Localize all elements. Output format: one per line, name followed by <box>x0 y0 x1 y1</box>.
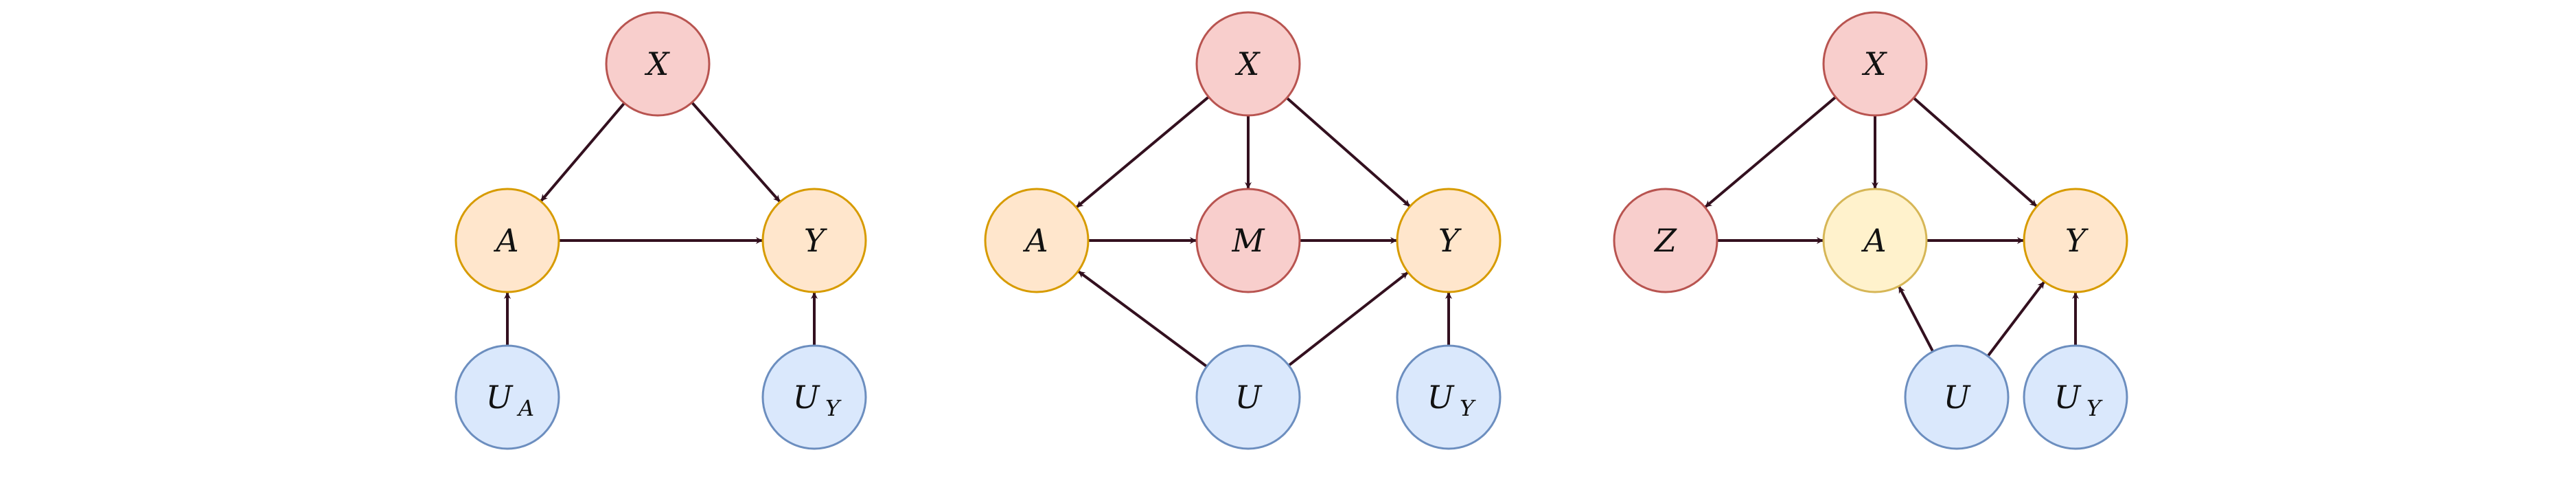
node-circle <box>1396 188 1502 293</box>
node-label: U <box>486 379 514 416</box>
node-circle <box>1195 11 1301 117</box>
edge-u-to-y <box>1986 281 2045 357</box>
node-label: M <box>1231 222 1265 259</box>
node-y: Y <box>2023 188 2128 293</box>
edge-x-to-y <box>691 101 781 203</box>
node-u: U <box>1904 344 2010 450</box>
node-label: U <box>1944 379 1972 416</box>
node-circle <box>1613 188 1718 293</box>
node-circle <box>1195 344 1301 450</box>
node-subscript: Y <box>1460 395 1476 421</box>
node-circle <box>1195 188 1301 293</box>
node-label: U <box>793 379 821 416</box>
node-subscript: Y <box>825 395 842 421</box>
edge-x-to-y <box>1285 97 1411 208</box>
node-a: A <box>984 188 1090 293</box>
node-label: U <box>1235 379 1263 416</box>
node-circle <box>761 188 867 293</box>
node-label: Y <box>2065 222 2089 259</box>
node-label: A <box>1861 222 1886 259</box>
node-x: X <box>1822 11 1928 117</box>
node-u: U <box>1195 344 1301 450</box>
node-circle <box>1396 344 1502 450</box>
node-y: Y <box>1396 188 1502 293</box>
node-label: Z <box>1653 222 1677 259</box>
node-label: Y <box>1438 222 1462 259</box>
node-a: A <box>455 188 560 293</box>
node-x: X <box>1195 11 1301 117</box>
edge-u-to-a <box>1898 286 1935 353</box>
node-circle <box>605 11 711 117</box>
node-x: X <box>605 11 711 117</box>
node-circle <box>761 344 867 450</box>
edge-x-to-z <box>1704 96 1837 208</box>
node-label: X <box>1235 45 1261 82</box>
node-circle <box>1904 344 2010 450</box>
edge-u-to-a <box>1077 270 1208 368</box>
node-circle <box>1822 188 1928 293</box>
node-subscript: A <box>516 395 534 421</box>
edge-x-to-a <box>1076 96 1210 208</box>
edge-x-to-y <box>1912 97 2038 208</box>
node-circle <box>2023 344 2128 450</box>
node-z: Z <box>1613 188 1718 293</box>
node-label: A <box>493 222 518 259</box>
node-label: Y <box>804 222 828 259</box>
node-label: U <box>2054 379 2082 416</box>
node-label: U <box>1427 379 1456 416</box>
node-circle <box>2023 188 2128 293</box>
node-label: A <box>1022 222 1048 259</box>
node-label: X <box>645 45 671 82</box>
node-label: X <box>1862 45 1888 82</box>
node-circle <box>1822 11 1928 117</box>
edge-x-to-a <box>540 102 625 202</box>
node-circle <box>455 188 560 293</box>
node-y: Y <box>761 188 867 293</box>
node-circle <box>984 188 1090 293</box>
node-m: M <box>1195 188 1301 293</box>
edge-u-to-y <box>1287 271 1409 367</box>
node-subscript: Y <box>2086 395 2103 421</box>
node-circle <box>455 344 560 450</box>
node-a: A <box>1822 188 1928 293</box>
